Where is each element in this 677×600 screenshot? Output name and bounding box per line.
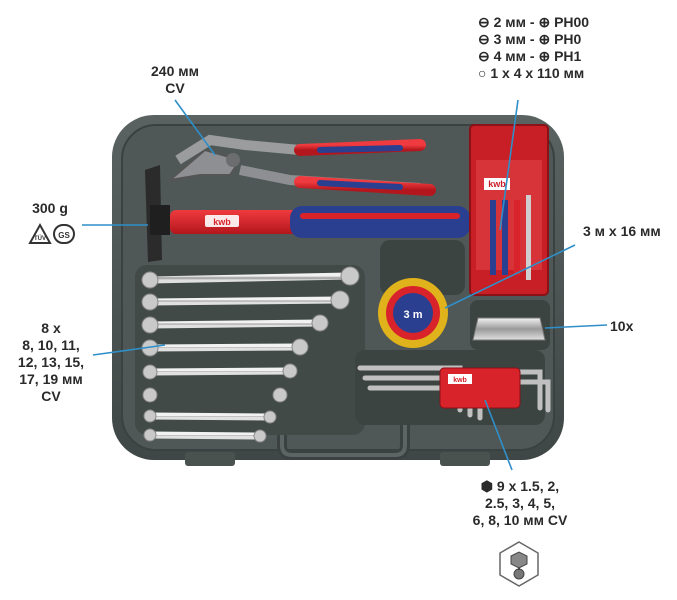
hex-key-set: kwb: [357, 365, 551, 421]
svg-text:kwb: kwb: [488, 179, 506, 189]
screwdriver-spec-line-4: ○ 1 x 4 x 110 мм: [478, 65, 585, 81]
screwdriver-spec-line-3: ⊖ 4 мм - ⊕ PH1: [478, 48, 582, 64]
svg-text:kwb: kwb: [213, 217, 231, 227]
svg-text:TÜV: TÜV: [34, 235, 46, 242]
hammer: kwb: [145, 165, 470, 262]
tuv-gs-icon: TÜV GS: [28, 222, 76, 246]
combination-wrenches: [141, 266, 360, 443]
pliers-spec-label: 240 мм CV: [140, 63, 210, 97]
wrenches-spec-line-1: 8 x: [41, 320, 61, 336]
svg-text:kwb: kwb: [453, 377, 467, 384]
wrenches-spec-line-4: 17, 19 мм: [19, 371, 83, 387]
tape-label-text: 3 m: [404, 309, 423, 321]
screwdriver-set-box: kwb: [469, 124, 549, 296]
tape-measure: 3 m: [378, 278, 448, 348]
wrenches-spec-line-5: CV: [41, 388, 61, 404]
utility-blades: [472, 317, 546, 341]
hammer-weight: 300 g: [32, 200, 68, 216]
wrenches-spec-label: 8 x 8, 10, 11, 12, 13, 15, 17, 19 мм CV: [6, 320, 96, 405]
pliers-spec-line-1: 240 мм: [151, 63, 199, 79]
svg-text:GS: GS: [58, 231, 70, 240]
tape-spec-label: 3 м x 16 мм: [583, 223, 661, 240]
hammer-spec-label: 300 g: [20, 200, 80, 217]
hexkeys-spec-line-2: 2.5, 3, 4, 5,: [484, 495, 556, 511]
leader-lines: [82, 99, 608, 471]
screwdriver-spec-line-1: ⊖ 2 мм - ⊕ PH00: [478, 14, 590, 30]
water-pump-pliers: [166, 134, 436, 196]
hexkeys-spec-line-1: ⬢ 9 x 1.5, 2,: [480, 478, 560, 494]
hexkeys-spec-line-3: 6, 8, 10 мм CV: [472, 512, 568, 528]
screwdriver-spec-label: ⊖ 2 мм - ⊕ PH00 ⊖ 3 мм - ⊕ PH0 ⊖ 4 мм - …: [478, 14, 589, 82]
wrenches-spec-line-2: 8, 10, 11,: [22, 337, 80, 353]
tape-spec-text: 3 м x 16 мм: [583, 223, 661, 239]
hexkeys-spec-label: ⬢ 9 x 1.5, 2, 2.5, 3, 4, 5, 6, 8, 10 мм …: [450, 478, 590, 529]
pliers-spec-line-2: CV: [165, 80, 185, 96]
screwdriver-spec-line-2: ⊖ 3 мм - ⊕ PH0: [478, 31, 582, 47]
blades-spec-label: 10x: [610, 318, 633, 335]
blades-count: 10x: [610, 318, 634, 334]
hex-key-ball-icon: [497, 540, 541, 588]
wrenches-spec-line-3: 12, 13, 15,: [17, 354, 85, 370]
